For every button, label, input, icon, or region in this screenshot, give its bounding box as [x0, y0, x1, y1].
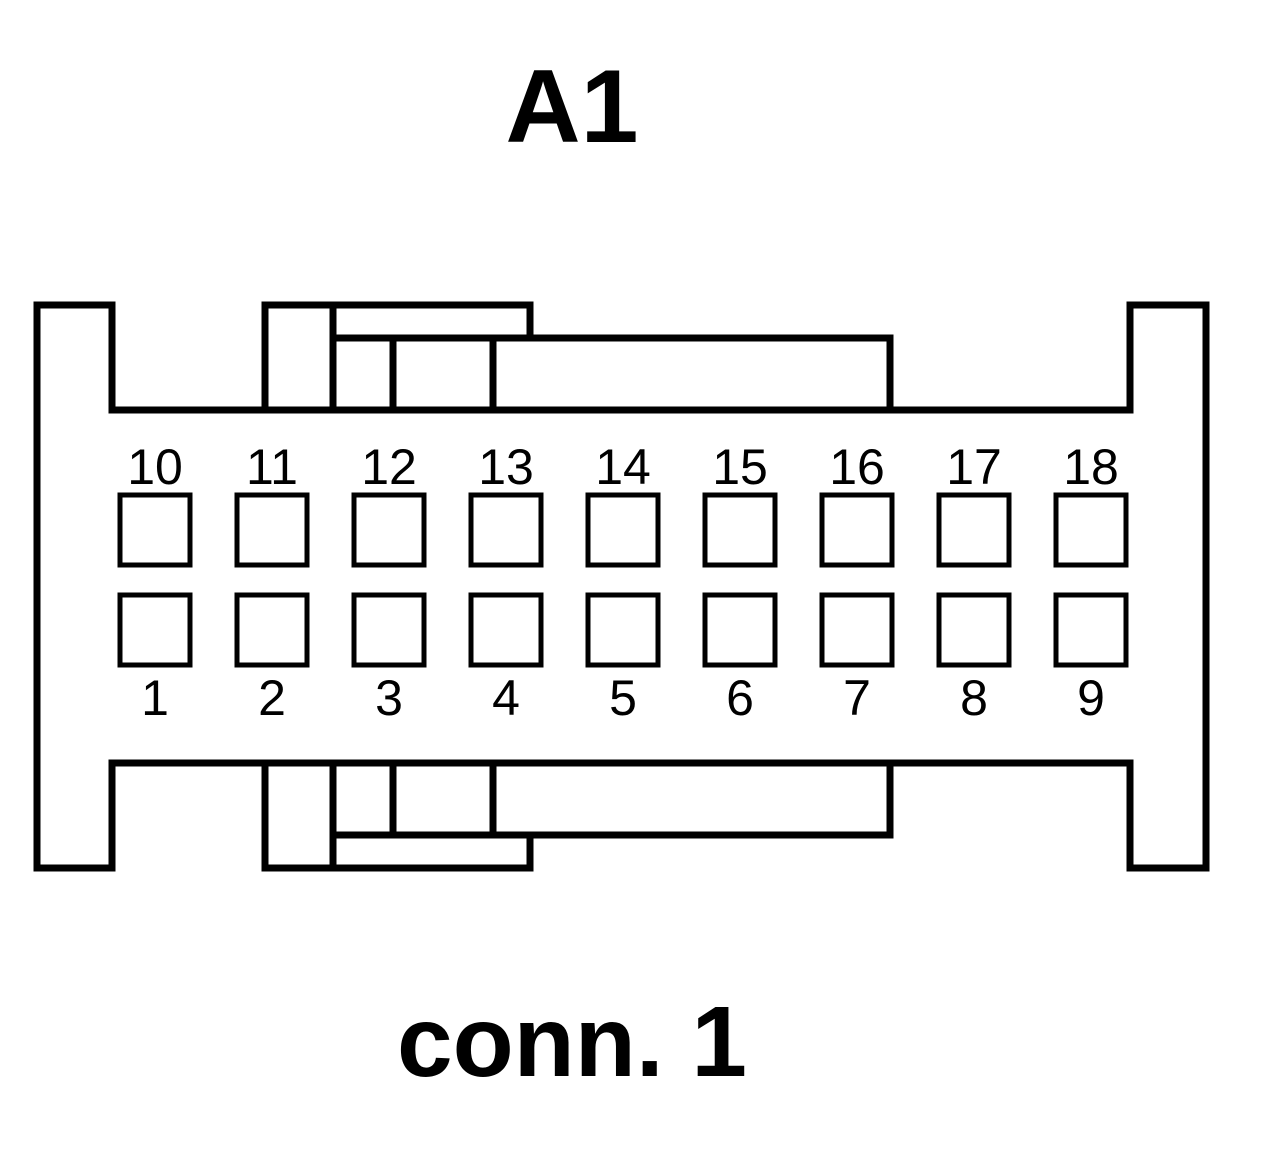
pin-cavity-12: [351, 492, 427, 568]
pin-cavity-7: [819, 592, 895, 668]
pin-label-2: 2: [258, 670, 286, 726]
pin-label-18: 18: [1063, 439, 1119, 495]
pin-cavity-16: [819, 492, 895, 568]
pin-label-10: 10: [127, 439, 183, 495]
pin-label-11: 11: [246, 439, 298, 495]
pin-cavity-14: [585, 492, 661, 568]
connector-housing: [33, 301, 1210, 872]
pin-label-8: 8: [960, 670, 988, 726]
top-pin-row: 10 11 12 13 14 15 16 17 18: [117, 439, 1129, 568]
pin-cavity-9: [1053, 592, 1129, 668]
pin-cavity-2: [234, 592, 310, 668]
pin-label-5: 5: [609, 670, 637, 726]
connector-caption: conn. 1: [397, 986, 747, 1098]
pin-cavity-11: [234, 492, 310, 568]
pin-label-15: 15: [712, 439, 768, 495]
pin-cavity-5: [585, 592, 661, 668]
pin-cavity-15: [702, 492, 778, 568]
pin-cavity-18: [1053, 492, 1129, 568]
pin-cavity-17: [936, 492, 1012, 568]
pin-cavity-1: [117, 592, 193, 668]
connector-id-title: A1: [506, 49, 639, 165]
bottom-latch: [261, 759, 894, 872]
pin-label-16: 16: [829, 439, 885, 495]
pin-cavity-13: [468, 492, 544, 568]
pin-cavity-3: [351, 592, 427, 668]
pin-label-7: 7: [843, 670, 871, 726]
pin-cavity-8: [936, 592, 1012, 668]
pin-label-1: 1: [141, 670, 169, 726]
pin-label-12: 12: [361, 439, 417, 495]
pin-label-3: 3: [375, 670, 403, 726]
pin-label-14: 14: [595, 439, 651, 495]
housing-outline: [33, 301, 1210, 872]
bottom-pin-row: 1 2 3 4 5 6 7 8 9: [117, 592, 1129, 726]
pin-label-17: 17: [946, 439, 1002, 495]
pin-label-6: 6: [726, 670, 754, 726]
pin-cavity-10: [117, 492, 193, 568]
pin-label-4: 4: [492, 670, 520, 726]
pin-cavity-6: [702, 592, 778, 668]
top-latch: [261, 301, 894, 414]
pin-label-13: 13: [478, 439, 534, 495]
pin-label-9: 9: [1077, 670, 1105, 726]
pin-cavity-4: [468, 592, 544, 668]
